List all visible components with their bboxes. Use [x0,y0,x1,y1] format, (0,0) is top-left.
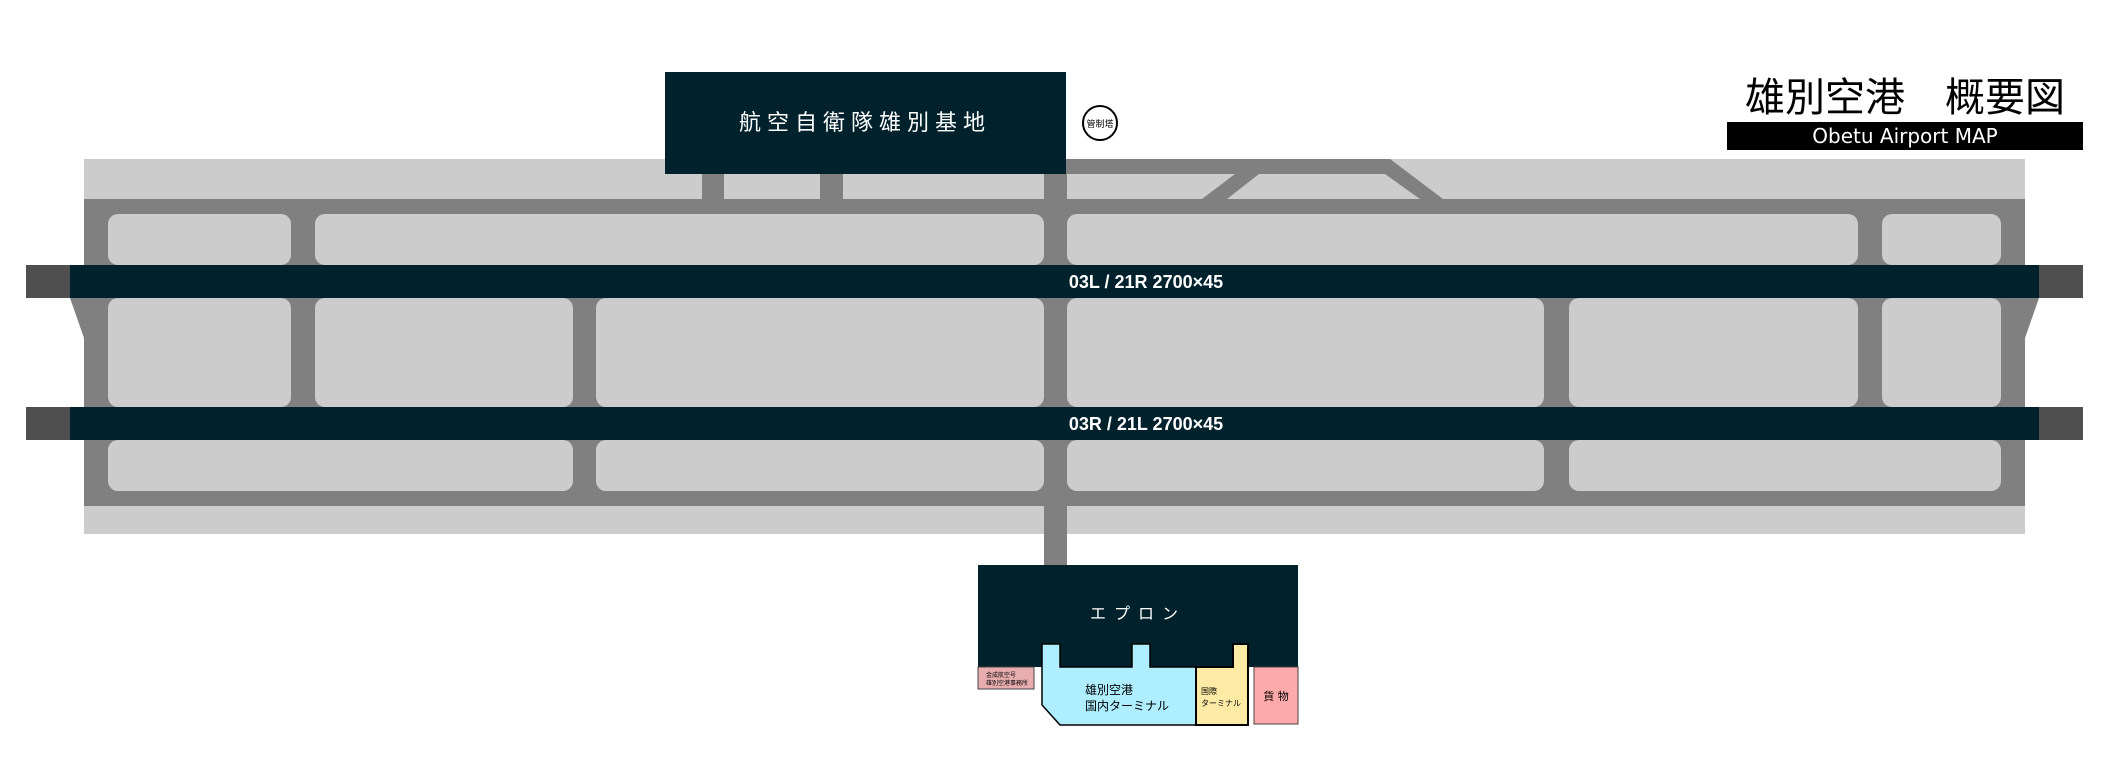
taxiway-to-apron [1044,506,1067,566]
domestic-terminal [1041,643,1197,726]
office-label-line2: 雄別空港事務所 [986,679,1028,687]
subtitle-bar [1727,122,2083,150]
grass-cell [108,298,291,407]
runway-end [2039,265,2083,298]
runway-end [26,265,70,298]
grass-cell [315,298,573,407]
map-title: 雄別空港 概要図 [1745,75,2065,121]
grass-cell [1569,440,2001,491]
international-terminal [1195,643,1249,726]
grass-cell [1569,298,1858,407]
international-terminal-label-line2: ターミナル [1201,699,1241,708]
cargo-label: 貨 物 [1263,689,1289,703]
apron-label: エプロン [1090,604,1186,623]
taxiway-connector [702,174,724,199]
grass-cell [315,214,1044,265]
control-tower-icon [1082,105,1118,141]
grass-cells [108,214,2001,491]
grass-cell [1882,214,2001,265]
control-tower-label: 管制塔 [1086,118,1113,130]
taxiway-diagonal-right [1385,159,1443,199]
runway-2: 03R / 21L 2700×45 [26,407,2083,440]
grass-cell [1882,298,2001,407]
taxiway-chamfer-left [70,298,84,338]
runway-label: 03R / 21L 2700×45 [1069,414,1223,434]
office-label-line1: 金成航空号 [986,671,1016,679]
runway-surface [70,265,2039,298]
grass-cell [596,298,1044,407]
international-terminal-label-line1: 国際 [1201,686,1217,696]
grass-cell [1067,214,1858,265]
grass-cell [108,214,291,265]
grass-cell [108,440,573,491]
cargo-building [1253,666,1299,725]
domestic-terminal-label-line2: 国内ターミナル [1085,699,1169,713]
runway-surface [70,407,2039,440]
grass-cell [1067,298,1544,407]
taxiway-chamfer-right [2025,298,2039,338]
runway-end [26,407,70,440]
runway-label: 03L / 21R 2700×45 [1069,272,1223,292]
taxiway-top-connector [1066,159,1390,174]
runway-end [2039,407,2083,440]
taxiway-diagonal-left [1202,174,1259,199]
runway-1: 03L / 21R 2700×45 [26,265,2083,298]
grass-cell [596,440,1044,491]
map-subtitle: Obetu Airport MAP [1812,124,1997,148]
air-base-block [665,72,1066,174]
domestic-terminal-label-line1: 雄別空港 [1085,682,1133,697]
grass-cell [1067,440,1544,491]
airport-office [977,666,1035,690]
taxiway-connector [820,174,843,199]
air-base-label: 航空自衛隊雄別基地 [739,111,991,136]
